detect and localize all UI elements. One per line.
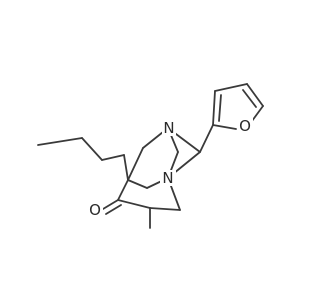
molecule-structure: N N O O xyxy=(37,83,264,229)
bond-furan-c3-c4 xyxy=(214,83,248,92)
bond-c-carbonyl xyxy=(117,179,129,201)
atom-o-furan: O xyxy=(239,117,251,135)
bond-butyl-2 xyxy=(81,137,103,161)
atom-o-ketone: O xyxy=(89,201,101,219)
bond-ketone-double-a xyxy=(102,199,119,210)
bond-furan-c4-c5 xyxy=(246,83,264,107)
bond-furan-o-c2 xyxy=(212,124,237,130)
bond-furan-c4-c5-inner xyxy=(242,89,257,108)
bond-ch2-back-cq xyxy=(149,207,181,211)
bond-ketone-double-b xyxy=(105,204,122,215)
bond-butyl-4 xyxy=(123,154,129,181)
atom-n1: N xyxy=(163,119,174,137)
bond-furan-c2-c3 xyxy=(212,90,216,126)
bond-butyl-3 xyxy=(101,154,125,161)
atom-labels: N N O O xyxy=(87,117,253,219)
bond-furan-c5-o xyxy=(251,105,264,122)
bond-furan-c2-c3-inner xyxy=(218,94,222,122)
bond-carbonyl-cq xyxy=(117,199,151,209)
bond-ch2-lower-c xyxy=(127,179,148,189)
skeleton-bonds xyxy=(37,83,264,229)
bond-butyl-1 xyxy=(37,137,83,146)
bond-aminal-furan xyxy=(199,124,214,153)
atom-n2: N xyxy=(162,169,173,187)
bond-c-ch2-upper xyxy=(127,147,144,181)
